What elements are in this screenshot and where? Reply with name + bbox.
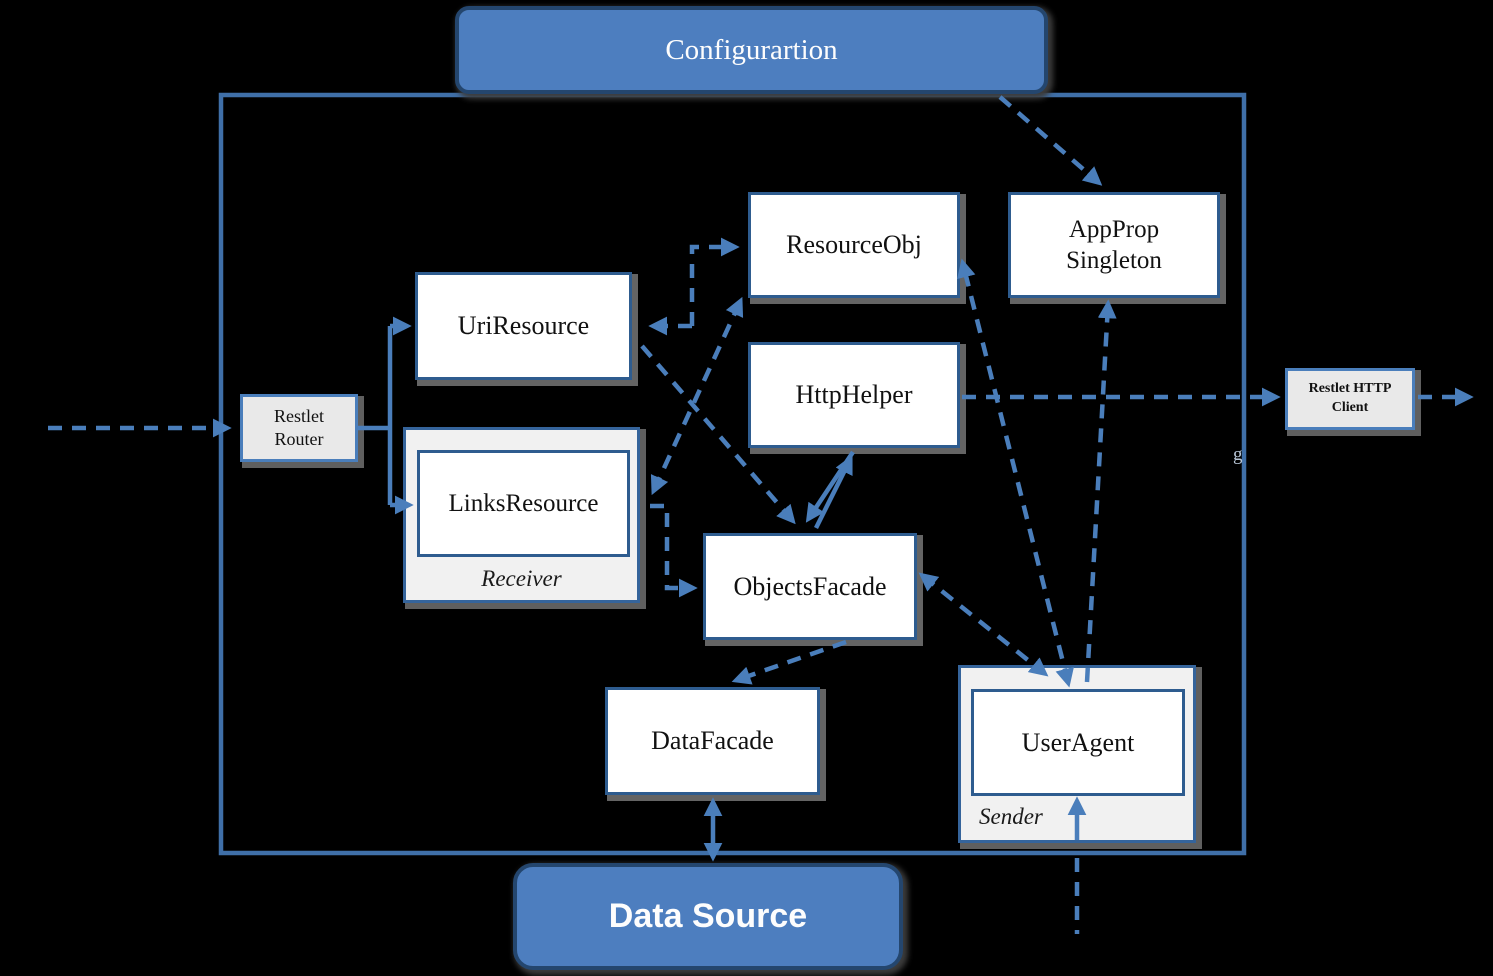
app-prop-line2: Singleton: [1066, 247, 1162, 274]
data-facade-node: DataFacade: [605, 687, 820, 795]
uri-resource-label: UriResource: [457, 311, 590, 340]
links-resource-node: LinksResource: [417, 450, 630, 557]
app-prop-line1: AppProp: [1068, 215, 1160, 243]
restlet-router-label: Restlet Router: [274, 405, 324, 452]
restlet-router-node: Restlet Router: [240, 394, 358, 462]
objects-facade-label: ObjectsFacade: [733, 571, 887, 601]
objects-facade-node: ObjectsFacade: [703, 533, 917, 640]
data-facade-label: DataFacade: [651, 726, 774, 755]
client-line2: Client: [1331, 400, 1369, 415]
data-source-label: Data Source: [608, 897, 808, 935]
app-prop-singleton-label: AppProp Singleton: [1066, 214, 1162, 277]
sender-group: UserAgent Sender: [958, 665, 1196, 843]
restlet-router-line2: Router: [274, 429, 324, 449]
uri-resource-node: UriResource: [415, 272, 632, 380]
user-agent-node: UserAgent: [971, 689, 1185, 796]
configuration-node: Configurartion: [455, 6, 1048, 94]
data-source-node: Data Source: [513, 863, 903, 970]
client-line1: Restlet HTTP: [1308, 381, 1392, 397]
receiver-group-label: Receiver: [481, 566, 562, 591]
restlet-http-client-label: Restlet HTTP Client: [1309, 380, 1392, 418]
resource-obj-label: ResourceObj: [786, 230, 922, 259]
configuration-label: Configurartion: [665, 33, 838, 66]
outer-frame: [218, 92, 1247, 856]
links-resource-label: LinksResource: [448, 489, 599, 517]
user-agent-label: UserAgent: [1021, 727, 1135, 757]
http-helper-label: HttpHelper: [795, 380, 913, 409]
restlet-router-line1: Restlet: [274, 405, 324, 426]
receiver-group: LinksResource Receiver: [403, 427, 640, 603]
resource-obj-node: ResourceObj: [748, 192, 960, 298]
restlet-http-client-node: Restlet HTTP Client: [1285, 368, 1415, 430]
http-helper-node: HttpHelper: [748, 342, 960, 448]
stray-text: g: [1233, 444, 1243, 465]
app-prop-singleton-node: AppProp Singleton: [1008, 192, 1220, 298]
sender-group-label: Sender: [979, 804, 1043, 829]
